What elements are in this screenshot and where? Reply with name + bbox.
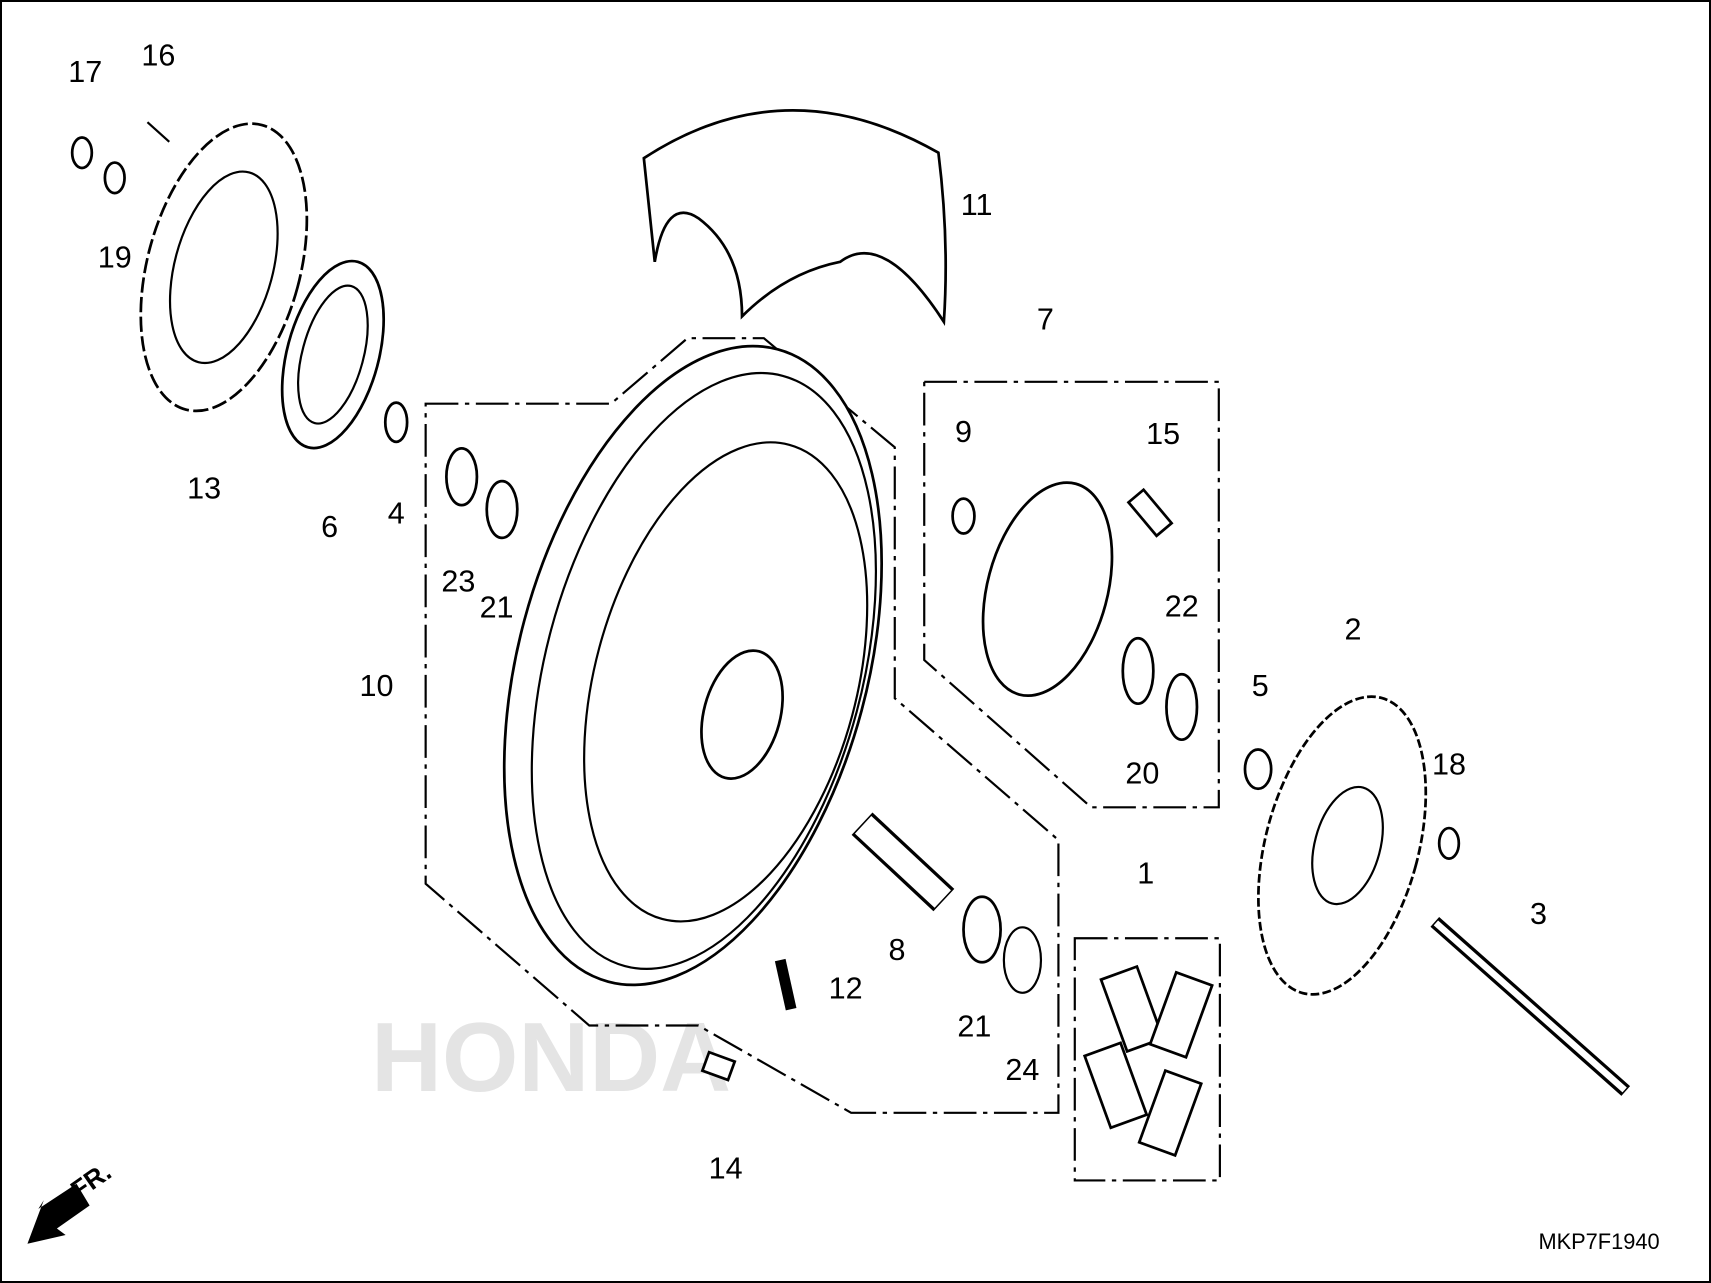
collar (383, 401, 409, 444)
nut (70, 136, 94, 170)
callout-16: 16 (141, 38, 175, 72)
callout-11: 11 (961, 188, 993, 222)
callout-labels: 17 16 19 13 6 4 23 21 10 11 7 9 15 22 20… (68, 38, 1547, 1185)
callout-1: 1 (1137, 857, 1154, 891)
callout-19: 19 (98, 240, 132, 274)
bearing (1121, 636, 1155, 706)
callout-21b: 21 (957, 1009, 991, 1043)
callout-18: 18 (1432, 748, 1466, 782)
callout-22: 22 (1165, 589, 1199, 623)
callout-24: 24 (1005, 1053, 1039, 1087)
nut (1437, 826, 1461, 860)
arrow-icon (27, 1183, 90, 1244)
front-direction-arrow: FR. (27, 1156, 117, 1244)
callout-15: 15 (1146, 417, 1180, 451)
washer (103, 161, 126, 195)
collar (1243, 748, 1273, 791)
callout-7: 7 (1037, 302, 1054, 336)
hub-assembly-boundary (923, 380, 1220, 809)
driven-sprocket (1257, 695, 1428, 996)
callout-4: 4 (388, 497, 405, 531)
tire (642, 109, 948, 327)
bearing (485, 479, 519, 540)
callout-6: 6 (321, 510, 338, 544)
callout-5: 5 (1252, 669, 1269, 703)
honda-watermark: HONDA (371, 1002, 731, 1112)
callout-17: 17 (68, 55, 102, 89)
damper-boundary (1073, 937, 1221, 1182)
callout-10: 10 (360, 669, 394, 703)
callout-12: 12 (829, 971, 863, 1005)
callout-13: 13 (187, 472, 221, 506)
diagram-code: MKP7F1940 (1538, 1229, 1659, 1254)
valve (774, 958, 797, 1011)
balance-weight (700, 1050, 737, 1082)
rear-wheel (502, 344, 884, 987)
bearing (445, 447, 479, 507)
callout-8: 8 (888, 933, 905, 967)
callout-3: 3 (1530, 897, 1547, 931)
driven-flange (981, 481, 1114, 698)
stud-bolt (1126, 487, 1174, 538)
circlip (1002, 926, 1043, 994)
dust-seal (280, 259, 386, 450)
collar (951, 497, 976, 535)
callout-14: 14 (709, 1151, 743, 1185)
oil-seal (1165, 672, 1199, 742)
bolt (146, 121, 170, 143)
callout-23: 23 (441, 564, 475, 598)
callout-21: 21 (480, 590, 514, 624)
brake-disc (139, 122, 309, 413)
wheel-assembly-boundary (424, 337, 1060, 1114)
callout-9: 9 (955, 415, 972, 449)
callout-2: 2 (1344, 612, 1361, 646)
bearing (962, 895, 1002, 964)
callout-20: 20 (1125, 756, 1159, 790)
wheel-damper (1082, 964, 1214, 1158)
